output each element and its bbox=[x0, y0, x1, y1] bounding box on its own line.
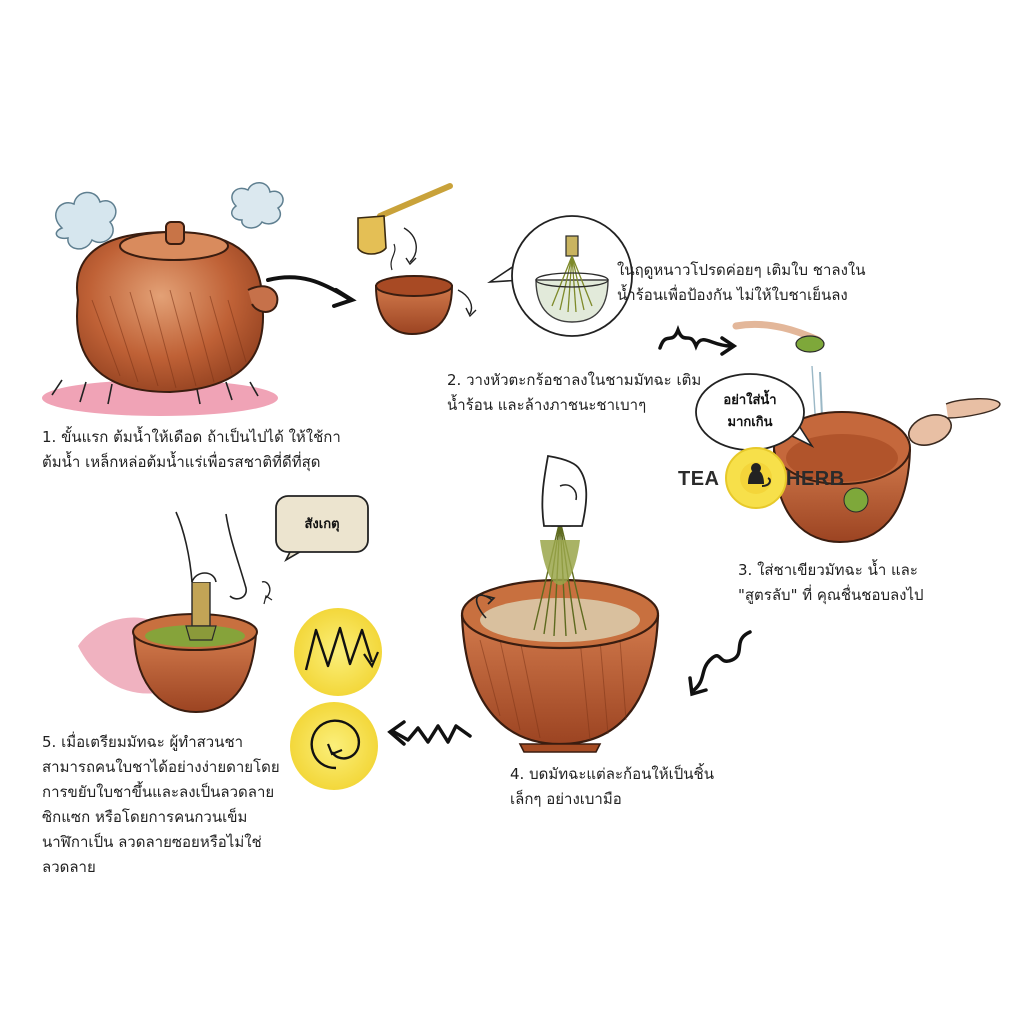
winter-note: ในฤดูหนาวโปรดค่อยๆ เติมใบ ชาลงใน น้ำร้อน… bbox=[617, 261, 866, 304]
arrow-3-to-4 bbox=[692, 630, 752, 692]
bowl-5 bbox=[132, 633, 258, 714]
arrow-4-to-5 bbox=[392, 724, 472, 744]
steam-cloud-left bbox=[55, 191, 117, 250]
heat-base bbox=[42, 380, 278, 416]
water-warning-text: อย่าใส่น้ำ มากเกิน bbox=[723, 393, 777, 430]
steam-cloud-right bbox=[231, 182, 284, 229]
whisk-thought-bubble bbox=[487, 215, 633, 337]
observe-text: สังเกตุ bbox=[304, 517, 340, 532]
observe-bubble bbox=[275, 495, 369, 563]
step2-bowl bbox=[357, 183, 477, 336]
step3-bowl bbox=[732, 320, 1001, 544]
matcha-powder bbox=[843, 487, 869, 513]
step1-caption: 1. ขั้นแรก ต้มน้ำให้เดือด ถ้าเป็นไปได้ ใ… bbox=[42, 428, 341, 471]
arrow-2-to-3 bbox=[658, 325, 732, 351]
ladle-handle bbox=[377, 183, 453, 219]
brand-logo-right: HERB bbox=[786, 468, 845, 490]
zigzag-motion-icon bbox=[294, 608, 382, 696]
step4-caption: 4. บดมัทฉะแต่ละก้อนให้เป็นชิ้น เล็กๆ อย่… bbox=[510, 765, 714, 808]
spoon-bowl bbox=[907, 414, 953, 446]
kettle-knob bbox=[165, 221, 185, 245]
hand bbox=[541, 454, 588, 527]
brand-badge bbox=[725, 447, 787, 509]
step2-caption: 2. วางหัวตะกร้อชาลงในชามมัทฉะ เติม น้ำร้… bbox=[447, 371, 702, 414]
kettle-spout bbox=[247, 285, 279, 313]
arrow-1-to-2 bbox=[266, 275, 350, 300]
brand-logo-left: TEA bbox=[678, 468, 720, 490]
step5-bowl bbox=[78, 511, 273, 714]
step4-bowl bbox=[460, 454, 660, 753]
step1-kettle bbox=[42, 182, 284, 416]
step5-caption: 5. เมื่อเตรียมมัทฉะ ผู้ทำสวนชา สามารถคนใ… bbox=[42, 733, 280, 876]
circular-motion-icon bbox=[290, 702, 378, 790]
step3-caption: 3. ใส่ชาเขียวมัทฉะ น้ำ และ "สูตรลับ" ที่… bbox=[738, 561, 924, 604]
whisk bbox=[533, 519, 587, 637]
ladle-cup bbox=[357, 215, 387, 255]
bowl-2 bbox=[374, 285, 454, 336]
